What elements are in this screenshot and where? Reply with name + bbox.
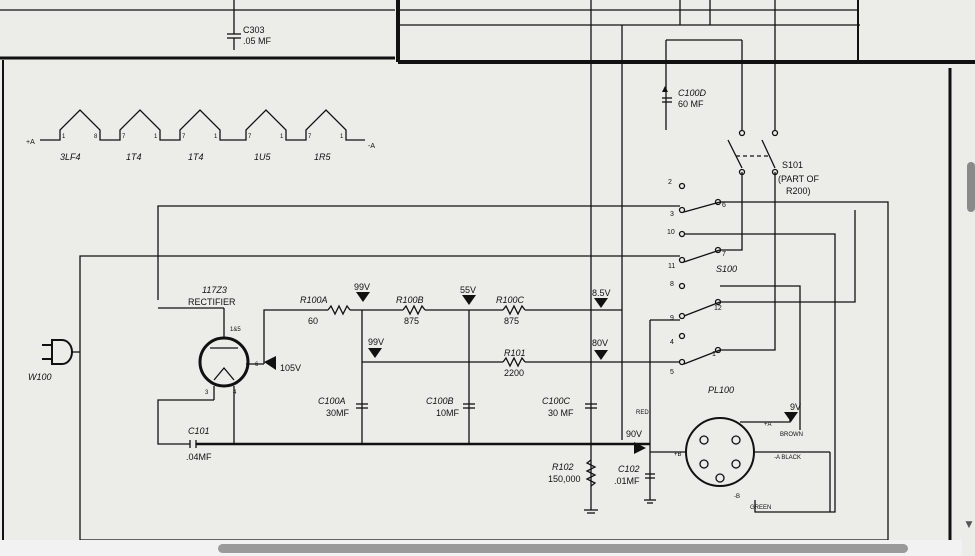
s100-pin-11: 11 <box>668 263 675 270</box>
s100-pin-9: 9 <box>670 315 674 322</box>
tube5-pin-a: 7 <box>308 134 312 140</box>
s101-ref: S101 <box>782 160 803 170</box>
rectifier-voltage: 105V <box>280 363 301 373</box>
c100b-ref: C100B <box>426 396 454 406</box>
r101-ref: R101 <box>504 348 526 358</box>
s100-ref: S100 <box>716 264 737 274</box>
c100a-value: 30MF <box>326 408 350 418</box>
voltage-99v-top: 99V <box>354 282 370 292</box>
r100a-value: 60 <box>308 316 318 326</box>
rectifier-pin-br: 4 <box>233 390 237 396</box>
c303-ref: C303 <box>243 25 265 35</box>
voltage-55v: 55V <box>460 285 476 295</box>
tube-label-3: 1T4 <box>188 152 204 162</box>
voltage-8-5v: 8.5V <box>592 288 611 298</box>
c100c-value: 30 MF <box>548 408 574 418</box>
tube-label-1: 3LF4 <box>60 152 81 162</box>
tube3-pin-b: 1 <box>214 134 218 140</box>
pl100-red: RED <box>636 410 649 416</box>
scroll-down-arrow-icon[interactable]: ▼ <box>965 520 973 530</box>
c100b-value: 10MF <box>436 408 460 418</box>
pl100-minus-b: -B <box>734 494 740 500</box>
vertical-scrollbar-thumb[interactable] <box>967 162 975 212</box>
tube-label-2: 1T4 <box>126 152 142 162</box>
horizontal-scrollbar-thumb[interactable] <box>218 544 908 553</box>
s101-note-2: R200) <box>786 186 811 196</box>
tube-label-5: 1R5 <box>314 152 332 162</box>
s100-pin-4: 4 <box>670 339 674 346</box>
tube5-pin-b: 1 <box>340 134 344 140</box>
rectifier-pin-bl: 3 <box>205 390 209 396</box>
pl100-green: GREEN <box>750 505 771 511</box>
s100-pin-10: 10 <box>667 229 675 236</box>
s100-pin-6: 6 <box>722 202 726 209</box>
voltage-99v-mid: 99V <box>368 337 384 347</box>
c100a-ref: C100A <box>318 396 346 406</box>
c303-value: .05 MF <box>243 36 272 46</box>
s100-pin-3: 3 <box>670 211 674 218</box>
pl100-ref: PL100 <box>708 385 734 395</box>
voltage-80v: 80V <box>592 338 608 348</box>
c101-ref: C101 <box>188 426 210 436</box>
r100c-value: 875 <box>504 316 519 326</box>
s100-pin-12: 12 <box>714 305 722 312</box>
c101-value: .04MF <box>186 452 212 462</box>
pl100-brown: BROWN <box>780 432 803 438</box>
s100-pin-8: 8 <box>670 281 674 288</box>
c1000-ref: C100D <box>678 88 707 98</box>
rectifier-type: 117Z3 <box>202 285 227 295</box>
s100-pin-1: 1 <box>712 351 716 358</box>
tube-label-4: 1U5 <box>254 152 272 162</box>
voltage-9v: 9V <box>790 402 801 412</box>
tube2-pin-a: 7 <box>122 134 126 140</box>
filament-minus-a: -A <box>368 143 375 150</box>
tube3-pin-a: 7 <box>182 134 186 140</box>
pl100-plus-b: +B <box>674 452 682 458</box>
r101-value: 2200 <box>504 368 524 378</box>
s101-note-1: (PART OF <box>778 174 820 184</box>
s100-pin-2: 2 <box>668 179 672 186</box>
tube1-pin-b: 8 <box>94 134 98 140</box>
c100c-ref: C100C <box>542 396 571 406</box>
tube1-pin-a: 1 <box>62 134 66 140</box>
filament-plus-a: +A <box>26 139 35 146</box>
c1000-value: 60 MF <box>678 99 704 109</box>
tube4-pin-b: 1 <box>280 134 284 140</box>
voltage-90v: 90V <box>626 429 642 439</box>
r100b-value: 875 <box>404 316 419 326</box>
rectifier-pin-right: 6 <box>255 362 259 368</box>
tube2-pin-b: 1 <box>154 134 158 140</box>
pl100-plus-a: +A <box>764 422 772 428</box>
pl100-minus-a-black: -A BLACK <box>774 455 801 461</box>
s100-pin-7: 7 <box>722 251 726 258</box>
rectifier-name: RECTIFIER <box>188 297 236 307</box>
c102-value: .01MF <box>614 476 640 486</box>
r100b-ref: R100B <box>396 295 424 305</box>
w100-label: W100 <box>28 372 52 382</box>
r102-value: 150,000 <box>548 474 581 484</box>
c102-ref: C102 <box>618 464 640 474</box>
r100a-ref: R100A <box>300 295 328 305</box>
s100-pin-5: 5 <box>670 369 674 376</box>
r100c-ref: R100C <box>496 295 525 305</box>
rectifier-pin-top: 1&5 <box>230 327 241 333</box>
r102-ref: R102 <box>552 462 574 472</box>
tube4-pin-a: 7 <box>248 134 252 140</box>
